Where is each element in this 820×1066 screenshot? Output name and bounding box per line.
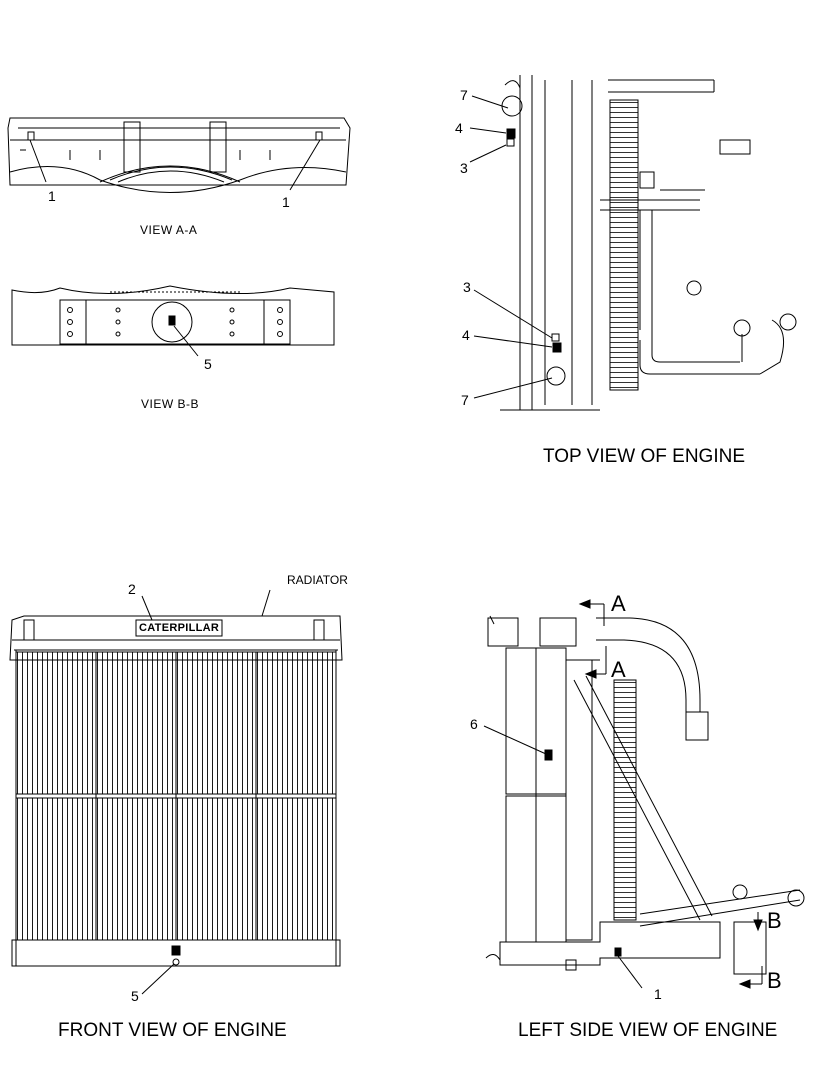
view-bb-title: VIEW B-B: [141, 397, 200, 411]
front-view-title: FRONT VIEW OF ENGINE: [58, 1020, 287, 1041]
top-callout-3-lower: 3: [463, 279, 471, 295]
radiator-label: RADIATOR: [287, 573, 348, 587]
top-callout-7-lower: 7: [461, 392, 469, 408]
left-callout-1: 1: [654, 986, 662, 1002]
view-bb-callout: 5: [204, 356, 212, 372]
top-callout-4-upper: 4: [455, 120, 463, 136]
view-aa-callout-left: 1: [48, 188, 56, 204]
left-callout-6: 6: [470, 716, 478, 732]
left-side-view-drawing: [483, 603, 805, 989]
top-callout-4-lower: 4: [462, 327, 470, 343]
front-callout-5: 5: [131, 988, 139, 1004]
top-callout-3-upper: 3: [460, 160, 468, 176]
front-callout-2: 2: [128, 581, 136, 597]
front-view-drawing: [9, 589, 343, 995]
view-aa-drawing: [7, 117, 351, 193]
section-arrows: [578, 599, 763, 989]
left-side-view-title: LEFT SIDE VIEW OF ENGINE: [518, 1020, 778, 1041]
top-callout-7-upper: 7: [460, 87, 468, 103]
section-b-top: B: [767, 908, 782, 933]
section-b-bottom: B: [767, 968, 782, 993]
view-aa-title: VIEW A-A: [140, 223, 198, 237]
section-a-bottom: A: [611, 657, 626, 682]
view-aa-callout-right: 1: [282, 194, 290, 210]
caterpillar-logo: CATERPILLAR: [139, 622, 220, 634]
section-a-top: A: [611, 591, 626, 616]
top-view-title: TOP VIEW OF ENGINE: [543, 446, 745, 467]
top-view-drawing: [469, 75, 797, 411]
view-bb-drawing: [11, 285, 335, 357]
